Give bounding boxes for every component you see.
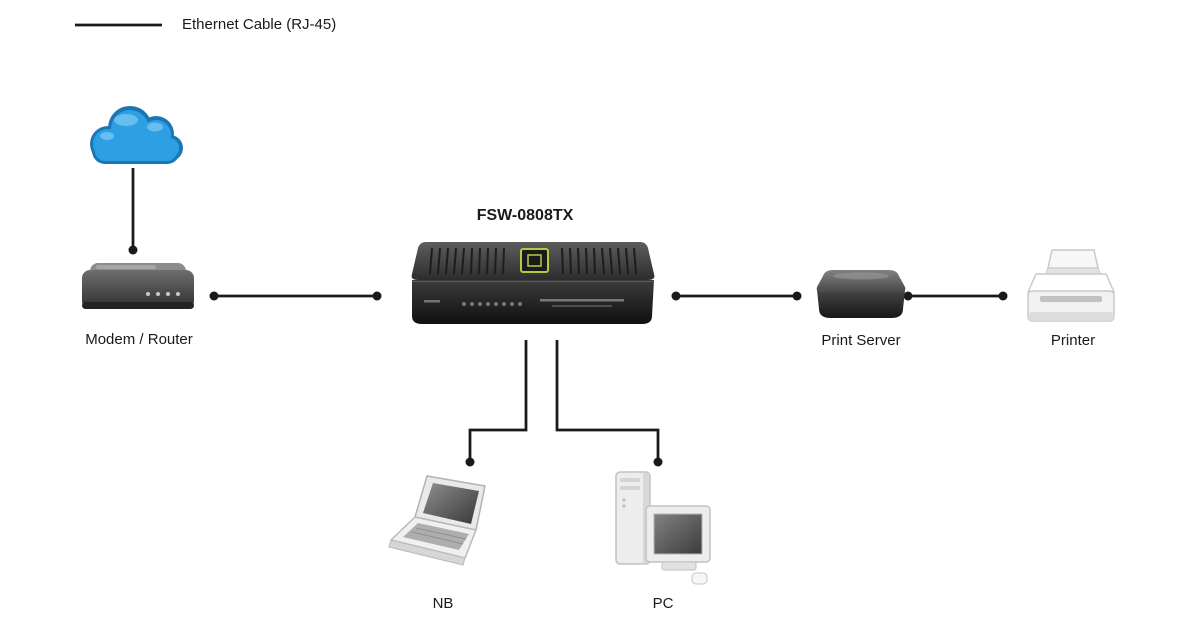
print-server-icon bbox=[815, 262, 907, 329]
pc-label: PC bbox=[652, 595, 674, 612]
print-server-label: Print Server bbox=[821, 332, 901, 349]
printer-icon bbox=[1022, 248, 1120, 335]
modem-router-label: Modem / Router bbox=[85, 331, 193, 348]
notebook-label: NB bbox=[432, 595, 454, 612]
cable-endpoint-dots bbox=[128, 245, 1008, 467]
notebook-icon bbox=[385, 470, 513, 580]
modem-router-icon bbox=[78, 255, 198, 326]
pc-icon bbox=[610, 468, 715, 593]
switch-icon bbox=[402, 236, 664, 341]
printer-label: Printer bbox=[1050, 332, 1096, 349]
legend-label: Ethernet Cable (RJ-45) bbox=[182, 16, 337, 33]
cable-switch-nb bbox=[468, 340, 528, 461]
internet-cloud-icon bbox=[78, 98, 188, 181]
cable-switch-pc bbox=[555, 340, 660, 461]
switch-model-label: FSW-0808TX bbox=[476, 207, 574, 224]
